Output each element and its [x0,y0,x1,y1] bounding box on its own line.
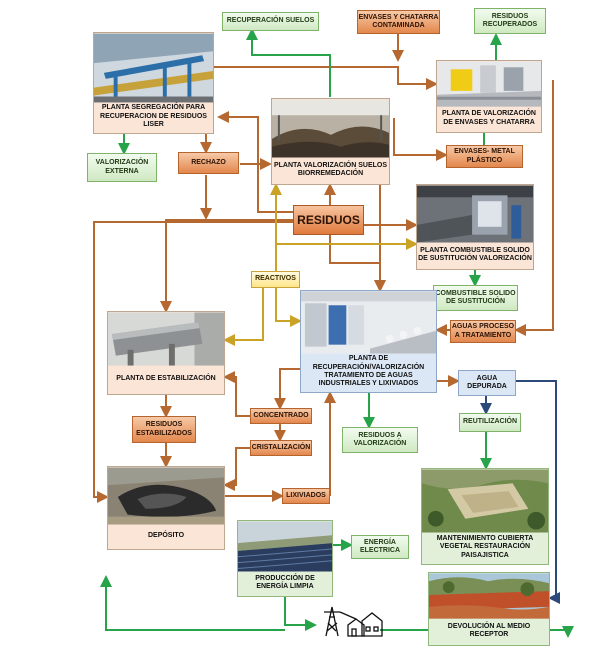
node-aguas-proceso: AGUAS PROCESO A TRATAMIENTO [450,320,516,343]
arrow-envases-to-metal-plastico [393,118,448,161]
fuel-plant-photo [417,185,533,243]
landfill-photo [108,467,224,525]
node-valorizacion-externa: VALORIZACIÓN EXTERNA [87,153,157,182]
node-concentrado: CONCENTRADO [250,408,312,424]
arrow-cristalizacion-to-deposito [223,447,250,491]
node-reutilizacion: REUTILIZACIÓN [459,413,521,432]
label-planta-valorizacion-suelos: PLANTA VALORIZACIÓN SUELOS BIORREMEDACIÓ… [273,161,388,177]
arrow-bottom-loop-left [100,575,285,631]
node-recuperacion-suelos: RECUPERACIÓN SUELOS [222,12,319,31]
arrow-residuos-to-deposito [93,221,293,503]
node-envases-metal-plastico: ENVASES- METAL PLÁSTICO [446,145,523,168]
arrow-residuos-to-estabilizacion [160,219,293,313]
label-deposito: DEPÓSITO [147,531,185,539]
power-pylon-houses-icon [324,606,383,637]
container-press-photo [437,61,541,107]
water-treatment-photo [301,291,436,354]
card-planta-estabilizacion: PLANTA DE ESTABILIZACIÓN [107,311,225,395]
node-residuos-a-valorizacion: RESIDUOS A VALORIZACIÓN [342,427,418,453]
arrow-reactivos-to-estabilizacion [223,288,264,346]
arrow-suelos-to-recuperacion-suelos [246,28,331,97]
arrow-agua-to-devolucion [516,380,560,604]
arrow-reactivos-to-aguas [275,279,302,327]
arrow-produccion-to-iconos [284,597,317,631]
node-rechazo: RECHAZO [178,152,239,174]
river-landscape-photo [429,573,549,619]
node-residuos: RESIDUOS [293,205,364,235]
label-planta-recuperacion-aguas: PLANTA DE RECUPERACIÓN/VALORIZACIÓN TRAT… [312,355,425,388]
label-mantenimiento: MANTENIMIENTO CUBIERTA VEGETAL RESTAURAC… [436,534,534,559]
label-planta-segregacion: PLANTA SEGREGACIÓN PARA RECUPERACION DE … [100,104,207,129]
solar-panels-photo [238,521,332,572]
landscape-restoration-photo [422,469,548,533]
node-energia-electrica: ENERGÍA ELECTRICA [351,535,409,559]
card-planta-recuperacion-aguas: PLANTA DE RECUPERACIÓN/VALORIZACIÓN TRAT… [300,290,437,393]
arrow-aguas-to-concentrado [274,368,300,410]
node-residuos-estabilizados: RESIDUOS ESTABILIZADOS [132,416,196,443]
card-mantenimiento: MANTENIMIENTO CUBIERTA VEGETAL RESTAURAC… [421,468,549,565]
rotary-kiln-photo [108,312,224,366]
industrial-plant-photo [94,33,213,103]
node-reactivos: REACTIVOS [251,271,300,288]
label-planta-valorizacion-envases: PLANTA DE VALORIZACIÓN DE ENVASES Y CHAT… [442,110,536,126]
label-planta-estabilizacion: PLANTA DE ESTABILIZACIÓN [116,374,216,382]
card-devolucion: DEVOLUCIÓN AL MEDIO RECEPTOR [428,572,550,646]
label-devolucion: DEVOLUCIÓN AL MEDIO RECEPTOR [447,622,531,638]
label-planta-combustible: PLANTA COMBUSTIBLE SOLIDO DE SUSTITUCIÓN… [418,246,532,262]
arrow-concentrado-to-estabilizacion [223,371,250,417]
card-deposito: DEPÓSITO [107,466,225,550]
soil-treatment-photo [272,99,389,158]
card-planta-valorizacion-suelos: PLANTA VALORIZACIÓN SUELOS BIORREMEDACIÓ… [271,98,390,185]
node-lixiviados: LIXIVIADOS [282,488,330,504]
label-produccion-energia: PRODUCCIÓN DE ENERGÍA LIMPIA [255,574,315,590]
arrow-segregacion-to-envases-chatarra [213,66,438,90]
node-combustible-solido: COMBUSTIBLE SOLIDO DE SUSTITUCIÓN [433,285,518,311]
card-planta-segregacion: PLANTA SEGREGACIÓN PARA RECUPERACION DE … [93,32,214,134]
card-produccion-energia: PRODUCCIÓN DE ENERGÍA LIMPIA [237,520,333,597]
arrow-chatarra-to-aguas-proceso [514,80,554,336]
card-planta-combustible: PLANTA COMBUSTIBLE SOLIDO DE SUSTITUCIÓN… [416,184,534,270]
node-residuos-recuperados: RESIDUOS RECUPERADOS [474,8,546,34]
node-envases-chatarra-contaminada: ENVASES Y CHATARRA CONTAMINADA [357,10,440,34]
node-cristalizacion: CRISTALIZACIÓN [250,440,312,456]
node-agua-depurada: AGUA DEPURADA [458,370,516,396]
card-planta-valorizacion-envases: PLANTA DE VALORIZACIÓN DE ENVASES Y CHAT… [436,60,542,133]
